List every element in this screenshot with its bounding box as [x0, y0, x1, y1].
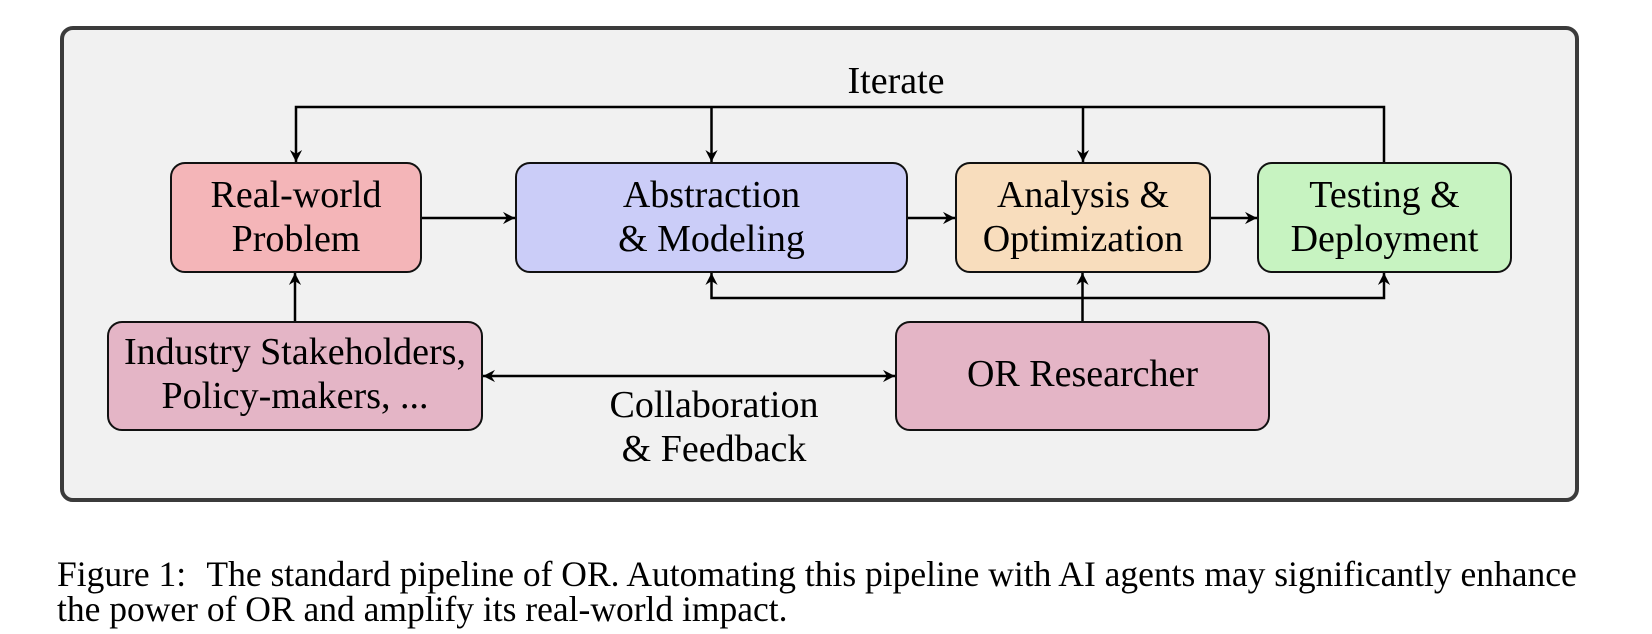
figure-caption: Figure 1: The standard pipeline of OR. A… — [57, 554, 1577, 629]
caption-line-2: the power of OR and amplify its real-wor… — [57, 588, 788, 629]
caption-text-1: The standard pipeline of OR. Automating … — [206, 554, 1577, 594]
node-industry-stakeholders: Industry Stakeholders, Policy-makers, ..… — [107, 321, 483, 431]
collaboration-feedback-label: Collaboration & Feedback — [609, 384, 819, 470]
edge-iterate-loop — [289, 105, 1386, 162]
node-or-researcher: OR Researcher — [895, 321, 1270, 431]
node-abstraction-modeling: Abstraction & Modeling — [515, 162, 908, 273]
iterate-label: Iterate — [847, 59, 945, 102]
node-analysis-optimization: Analysis & Optimization — [955, 162, 1211, 273]
caption-line-1: Figure 1: The standard pipeline of OR. A… — [57, 554, 1577, 594]
node-testing-deployment: Testing & Deployment — [1257, 162, 1512, 273]
edge-researcher-feedback — [705, 273, 1391, 300]
caption-figure-label: Figure 1: — [57, 554, 187, 594]
node-real-world-problem: Real-world Problem — [170, 162, 422, 273]
